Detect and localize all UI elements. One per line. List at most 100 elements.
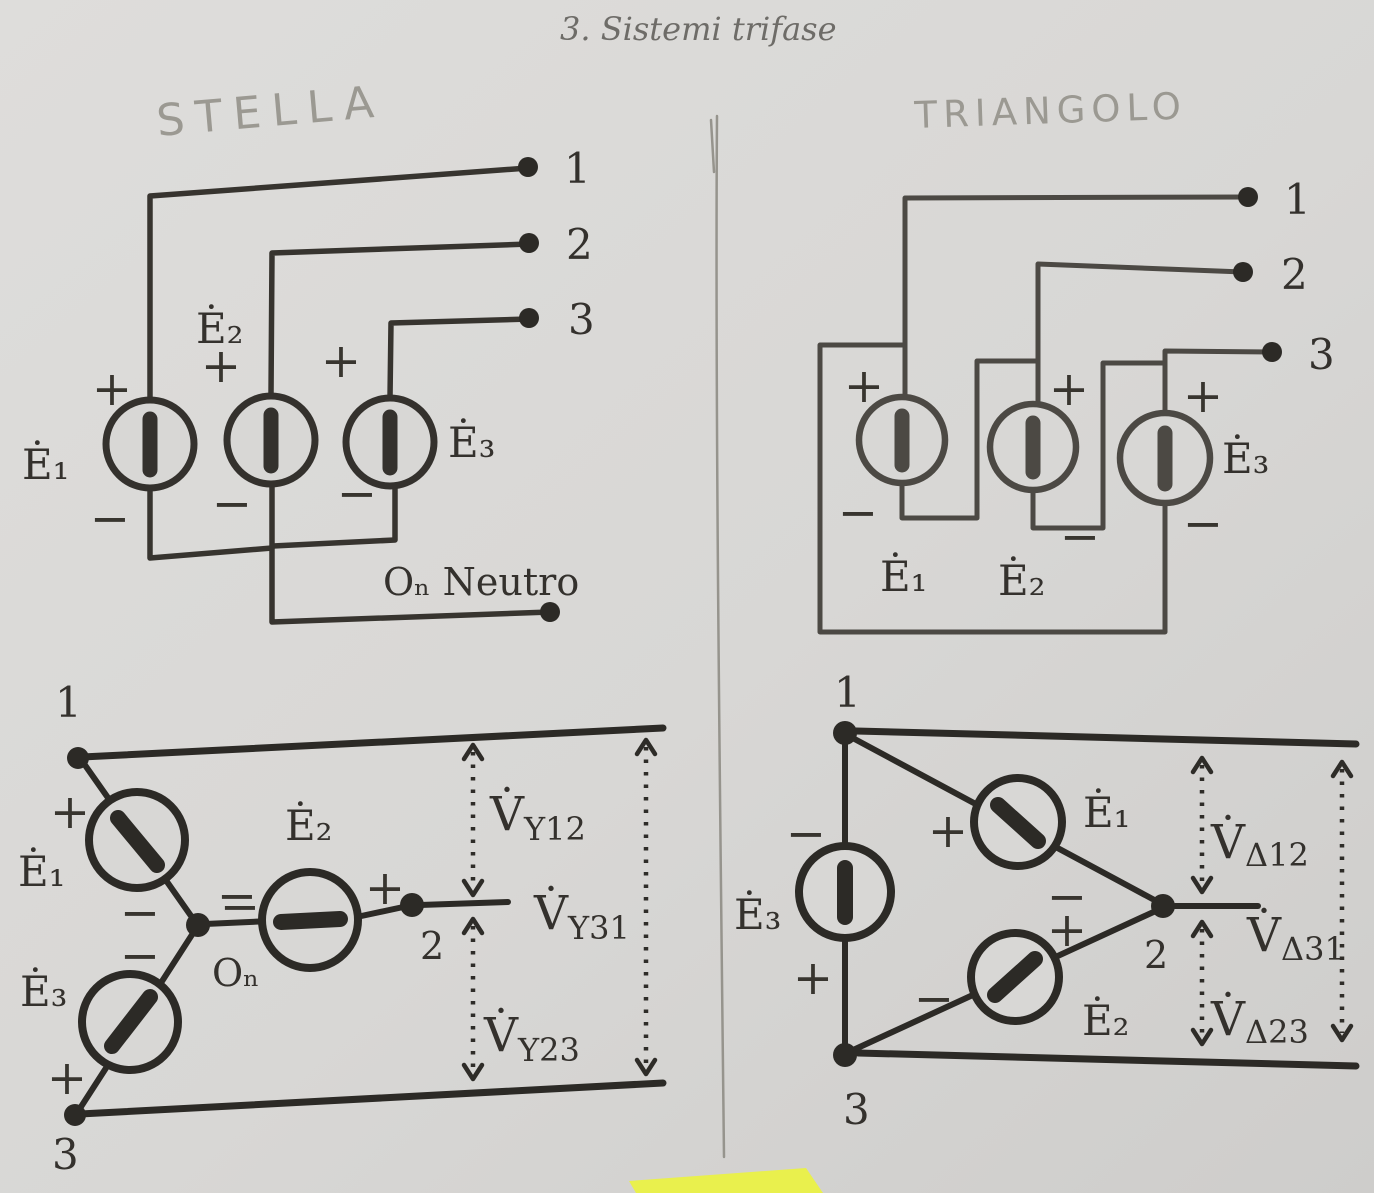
yellow-highlighter-mark — [629, 1168, 823, 1193]
source-e2-label: Ė₂ — [998, 555, 1046, 605]
arrowhead-up — [1330, 759, 1354, 779]
voltage-vy23-subscript: Y23 — [517, 1031, 580, 1069]
arrowhead-down — [1190, 875, 1214, 895]
source-e2-label: Ė₂ — [1082, 995, 1130, 1045]
neutral-label: Oₙ — [212, 951, 260, 995]
minus-sign: − — [1060, 509, 1100, 565]
voltage-vd12-subscript: Δ12 — [1245, 836, 1309, 874]
chapter-title: 3. Sistemi trifase — [560, 10, 837, 48]
arrowhead-down — [1330, 1023, 1354, 1043]
voltage-vy12-symbol: V̇ — [489, 786, 525, 842]
source-e1-label: Ė₁ — [1083, 787, 1131, 837]
divider-hook — [709, 118, 716, 174]
minus-sign: − — [838, 485, 878, 541]
arrowhead-up — [634, 737, 658, 757]
source-e1-label: Ė₁ — [22, 439, 70, 489]
wire-phase1 — [147, 165, 531, 403]
wire-phase2 — [268, 241, 532, 399]
delta-bottom-circuit: + + + − − − 1 2 3 Ė₁ Ė₂ Ė₃ V̇ Δ12 V̇ Δ31… — [734, 668, 1360, 1134]
source-e1-bar — [990, 797, 1046, 849]
voltage-vd31-subscript: Δ31 — [1281, 930, 1345, 968]
voltage-vd12-symbol: V̇ — [1210, 814, 1246, 870]
arrowhead-up — [461, 916, 485, 936]
source-e3-bar — [104, 989, 158, 1054]
star-top-circuit: + + + − − − 1 2 3 Ė₁ Ė₂ Ė₃ Oₙ Neutro — [22, 144, 595, 625]
source-e2-bar — [987, 951, 1043, 1003]
node-dot-3 — [833, 1043, 857, 1067]
terminal-label-2: 2 — [566, 220, 593, 269]
source-e1-label: Ė₁ — [880, 551, 928, 601]
wire-phase2 — [1035, 261, 1246, 407]
arrowhead-up — [1190, 755, 1214, 775]
plus-sign: + — [92, 361, 132, 417]
terminal-label-3: 3 — [843, 1085, 870, 1134]
arrowhead-down — [461, 878, 485, 898]
voltage-vy31-subscript: Y31 — [567, 909, 630, 947]
source-e3-label: Ė₃ — [1222, 433, 1270, 483]
terminal-dot-1 — [518, 157, 538, 177]
minus-sign: − — [217, 868, 257, 924]
terminal-label-2: 2 — [1281, 250, 1308, 299]
terminal-label-1: 1 — [834, 668, 861, 717]
node-dot-3 — [64, 1104, 86, 1126]
minus-sign: − — [120, 885, 160, 941]
minus-sign: − — [1047, 869, 1087, 925]
terminal-dot-3 — [519, 308, 539, 328]
voltage-vd23-subscript: Δ23 — [1245, 1013, 1309, 1051]
source-e2-label: Ė₂ — [285, 800, 333, 850]
top-rail — [852, 727, 1360, 748]
voltage-vd23-symbol: V̇ — [1210, 991, 1246, 1047]
minus-sign: − — [786, 806, 826, 862]
terminal-label-3: 3 — [568, 295, 595, 344]
plus-sign: + — [201, 338, 241, 394]
source-e2-bar — [273, 911, 348, 930]
wire-phase3 — [1162, 348, 1275, 416]
plus-sign: + — [1049, 361, 1089, 417]
source-e1-bar — [110, 810, 165, 873]
plus-sign: + — [928, 803, 968, 859]
minus-sign: − — [914, 971, 954, 1027]
wire-e2-to-e3 — [1030, 360, 1168, 531]
pencil-divider — [709, 114, 726, 1159]
node-dot-1 — [67, 747, 89, 769]
wire-e1-to-neutral — [147, 485, 275, 561]
voltage-vd31-symbol: V̇ — [1246, 907, 1282, 963]
terminal-label-1: 1 — [1284, 175, 1311, 224]
terminal-label-3: 3 — [1308, 330, 1335, 379]
node-dot-2 — [400, 893, 424, 917]
minus-sign: − — [90, 491, 130, 547]
arrowhead-down — [1190, 1027, 1214, 1047]
terminal-dot-1 — [1238, 187, 1258, 207]
plus-sign: + — [47, 1050, 87, 1106]
bottom-rail — [854, 1049, 1360, 1070]
terminal-dot-2 — [519, 233, 539, 253]
handwritten-triangolo-label: TRIANGOLO — [913, 85, 1188, 138]
plus-sign: + — [1047, 902, 1087, 958]
source-e1-label: Ė₁ — [18, 846, 66, 896]
plus-sign: + — [321, 333, 361, 389]
wire-neutral — [269, 481, 553, 625]
arrowhead-up — [1190, 919, 1214, 939]
neutral-node-dot — [186, 913, 210, 937]
wire-phase1 — [902, 194, 1251, 400]
arrowhead-up — [461, 742, 485, 762]
node-dot-1 — [833, 721, 857, 745]
minus-sign: − — [1183, 496, 1223, 552]
minus-sign: − — [337, 466, 377, 522]
neutral-label: Oₙ Neutro — [383, 560, 579, 604]
star-bottom-circuit: + + + − − − − 1 2 3 Ė₁ Ė₂ Ė₃ Oₙ V̇ Y12 V… — [18, 678, 667, 1179]
terminal-label-1: 1 — [55, 678, 82, 727]
source-e3-label: Ė₃ — [448, 417, 496, 467]
node-dot-2 — [1151, 894, 1175, 918]
wire-e3-to-neutral — [270, 483, 398, 549]
wire-phase3 — [387, 316, 532, 401]
plus-sign: + — [1183, 368, 1223, 424]
source-e3-label: Ė₃ — [734, 889, 782, 939]
delta-top-circuit: + + + − − − 1 2 3 Ė₁ Ė₂ Ė₃ — [817, 175, 1335, 635]
terminal-dot-2 — [1233, 262, 1253, 282]
source-e2-label: Ė₂ — [196, 303, 244, 353]
plus-sign: + — [844, 358, 884, 414]
voltage-vy12-subscript: Y12 — [523, 810, 586, 848]
